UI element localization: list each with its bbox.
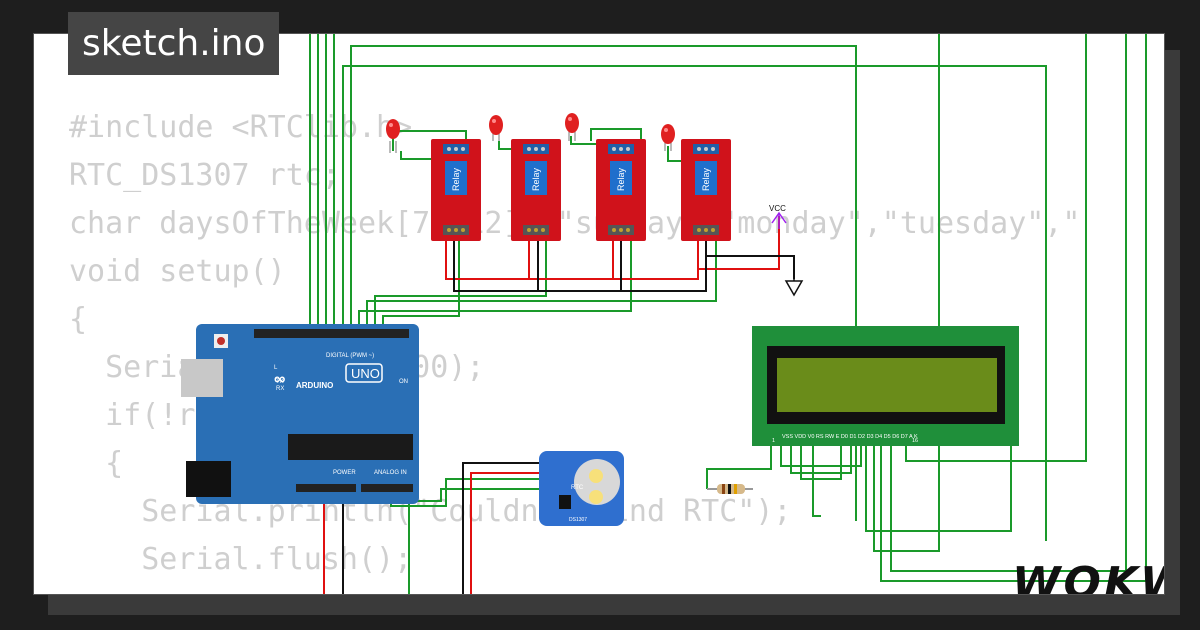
svg-text:UNO: UNO [351,366,380,381]
svg-text:DIGITAL (PWM ~): DIGITAL (PWM ~) [326,353,374,359]
led-4[interactable] [661,124,675,151]
code-line: Serial.flush(); [69,542,413,577]
arduino-uno-board[interactable]: DIGITAL (PWM ~) ∞ ARDUINO UNO ON TX RX L… [181,324,419,504]
relay-module-1[interactable]: Relay [431,139,481,241]
relay-module-2[interactable]: Relay [511,139,561,241]
code-line: { [69,302,88,337]
usb-port [181,359,223,397]
svg-text:ANALOG IN: ANALOG IN [374,470,407,476]
analog-header [361,484,413,492]
digital-header [254,329,409,338]
vcc-symbol: VCC [769,204,787,229]
relay-module-3[interactable]: Relay [596,139,646,241]
svg-text:Relay: Relay [451,167,461,191]
ground-symbol [784,261,804,297]
svg-text:POWER: POWER [333,470,356,476]
svg-text:Relay: Relay [701,167,711,191]
code-line: abort(); [69,584,1080,594]
svg-text:Relay: Relay [531,167,541,191]
svg-text:16: 16 [912,438,918,444]
power-jack [186,461,231,497]
svg-text:L: L [274,365,278,371]
code-line: { [69,446,124,481]
code-line: void setup() [69,254,286,289]
svg-text:TX: TX [276,379,284,385]
wokwi-logo: WOKWi [1012,558,1164,595]
led-2[interactable] [489,115,503,141]
svg-text:ON: ON [399,379,408,385]
svg-text:VSS VDD V0 RS RW E D0 D1 D2 D3: VSS VDD V0 RS RW E D0 D1 D2 D3 D4 D5 D6 … [782,434,918,440]
power-header [296,484,356,492]
code-line: #include <RTClib.h> [69,110,413,145]
page-title: sketch.ino [68,12,280,75]
svg-text:∞: ∞ [274,371,285,388]
rtc-ds1307-module[interactable]: RTC DS1307 [539,451,624,526]
svg-text:RX: RX [276,386,284,392]
led-3[interactable] [565,113,579,141]
svg-text:Relay: Relay [616,167,626,191]
svg-text:DS1307: DS1307 [569,517,587,523]
reset-button [217,337,225,345]
atmega-chip [288,434,413,460]
simulation-canvas[interactable]: #include <RTClib.h>RTC_DS1307 rtc;char d… [33,33,1165,595]
vcc-label: VCC [769,204,786,213]
code-line: RTC_DS1307 rtc; [69,158,340,193]
svg-text:RTC: RTC [571,485,584,491]
resistor[interactable] [707,484,753,494]
red-wires [323,216,780,594]
relay-module-4[interactable]: Relay [681,139,731,241]
led-1[interactable] [386,119,400,153]
green-wires [309,34,1147,594]
svg-text:1: 1 [772,438,775,444]
svg-text:ARDUINO: ARDUINO [296,381,333,390]
black-wires [342,241,795,594]
circuit-diagram[interactable]: VCC Relay Relay [34,34,1165,595]
lcd-16x2[interactable]: 1 VSS VDD V0 RS RW E D0 D1 D2 D3 D4 D5 D… [752,326,1019,446]
